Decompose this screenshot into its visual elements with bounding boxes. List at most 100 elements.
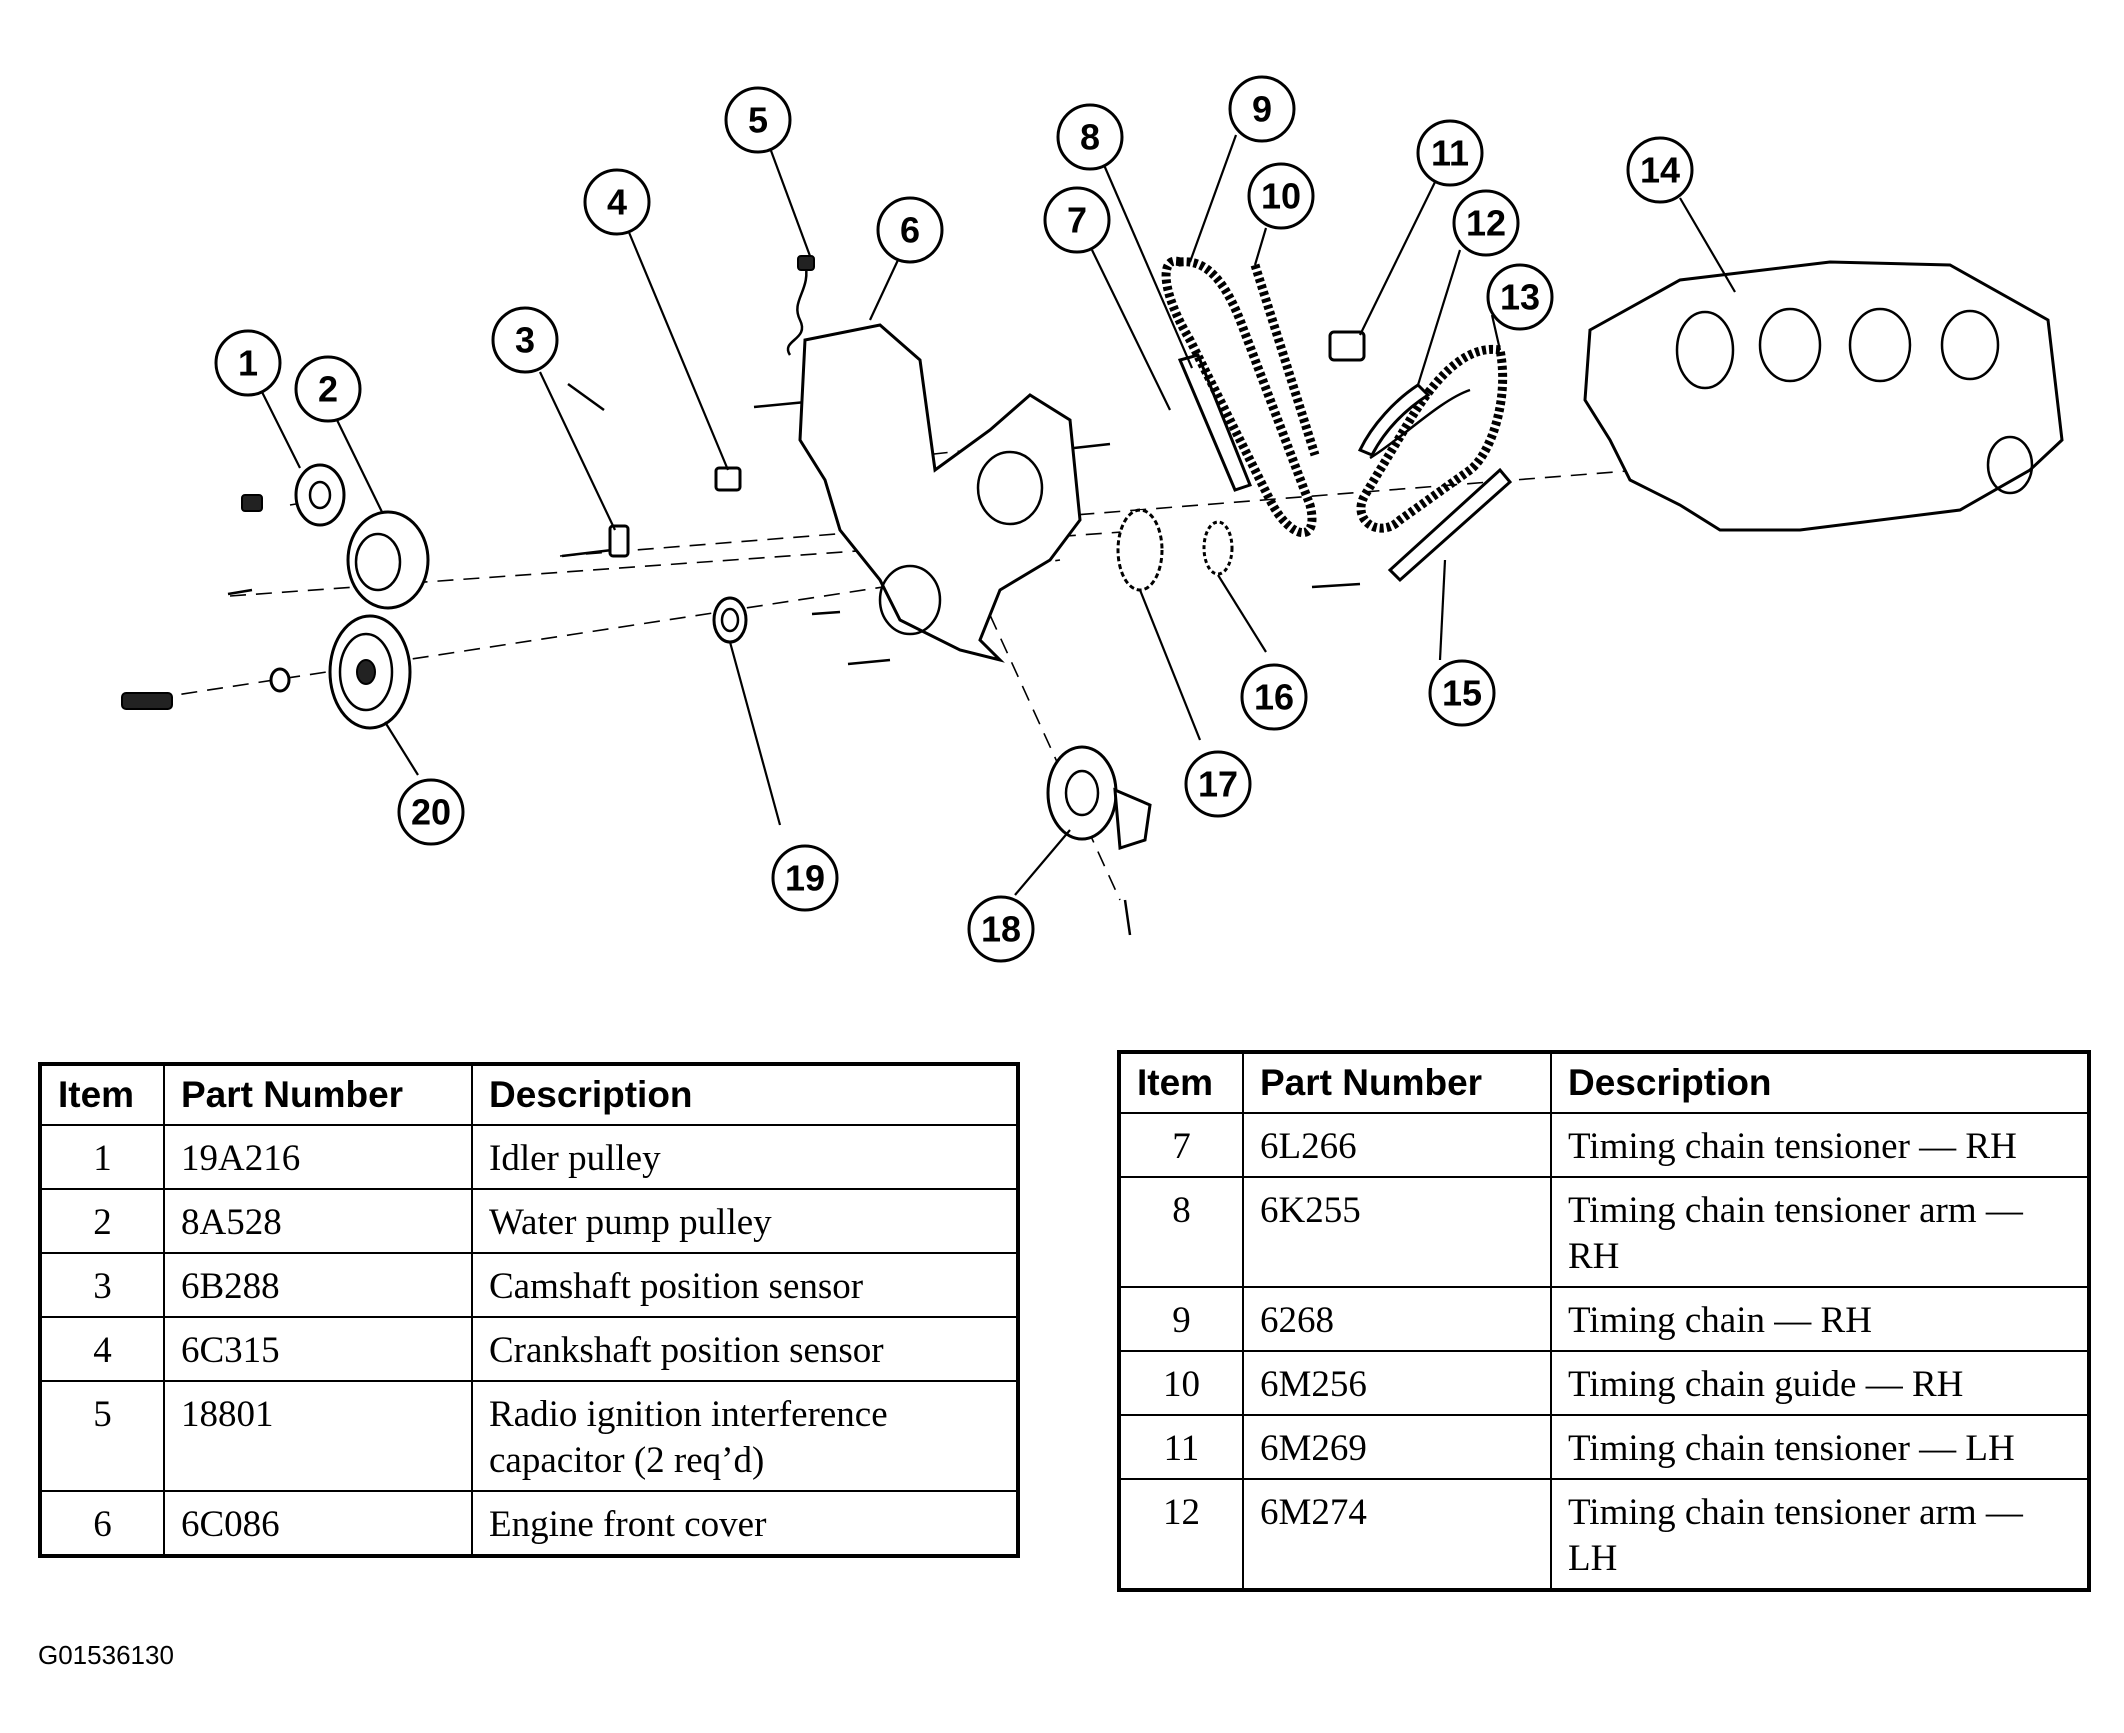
svg-text:17: 17 — [1198, 764, 1238, 805]
part-description: Timing chain tensioner — LH — [1550, 1414, 2090, 1480]
svg-text:7: 7 — [1067, 200, 1087, 241]
item-number: 5 — [39, 1380, 165, 1492]
callout-1: 1 — [214, 329, 282, 397]
callout-8: 8 — [1056, 103, 1124, 171]
part-number: 6M274 — [1242, 1478, 1552, 1591]
cylinder-block-drawing — [1583, 260, 2064, 532]
item-number: 8 — [1118, 1176, 1244, 1288]
table-row: 5 18801 Radio ignition interference capa… — [39, 1380, 1019, 1492]
chain-guide-lh-drawing — [1387, 467, 1513, 583]
idler-pulley-drawing — [241, 463, 346, 527]
callout-11: 11 — [1416, 119, 1484, 187]
item-number: 6 — [39, 1490, 165, 1557]
figure-code: G01536130 — [38, 1640, 174, 1670]
callout-18: 18 — [967, 895, 1035, 963]
part-number: 6K255 — [1242, 1176, 1552, 1288]
item-number: 12 — [1118, 1478, 1244, 1591]
callout-15: 15 — [1428, 659, 1496, 727]
svg-text:13: 13 — [1500, 277, 1540, 318]
part-description: Crankshaft position sensor — [471, 1316, 1019, 1382]
callout-12: 12 — [1452, 189, 1520, 257]
part-description: Idler pulley — [471, 1124, 1019, 1190]
part-description: Water pump pulley — [471, 1188, 1019, 1254]
column-header-item: Item — [1118, 1051, 1244, 1114]
crankshaft-seal-drawing — [712, 596, 748, 644]
part-description: Engine front cover — [471, 1490, 1019, 1557]
table-header-row: Item Part Number Description — [39, 1063, 1019, 1126]
item-number: 1 — [39, 1124, 165, 1190]
callout-14: 14 — [1626, 136, 1694, 204]
part-number: 6M256 — [1242, 1350, 1552, 1416]
callout-16: 16 — [1240, 663, 1308, 731]
engine-front-cover-drawing — [798, 323, 1082, 663]
callout-3: 3 — [491, 306, 559, 374]
bolts-drawing — [561, 382, 1361, 936]
svg-text:1: 1 — [238, 343, 258, 384]
callout-4: 4 — [583, 168, 651, 236]
table-row: 7 6L266 Timing chain tensioner — RH — [1118, 1112, 2090, 1178]
svg-text:15: 15 — [1442, 673, 1482, 714]
callout-5: 5 — [724, 86, 792, 154]
callout-2: 2 — [294, 355, 362, 423]
item-number: 4 — [39, 1316, 165, 1382]
part-description: Timing chain — RH — [1550, 1286, 2090, 1352]
camshaft-sensor-drawing — [608, 524, 630, 558]
item-number: 2 — [39, 1188, 165, 1254]
part-number: 6B288 — [163, 1252, 473, 1318]
timing-chain-tensioner-lh-drawing — [1328, 330, 1366, 362]
svg-text:5: 5 — [748, 100, 768, 141]
item-number: 9 — [1118, 1286, 1244, 1352]
timing-chain-guide-rh-drawing — [1250, 263, 1320, 457]
tensioner-arm-lh-drawing — [1357, 383, 1431, 457]
table-header-row: Item Part Number Description — [1118, 1051, 2090, 1114]
timing-chain-rh-drawing — [1161, 256, 1317, 538]
part-number: 6C315 — [163, 1316, 473, 1382]
column-header-description: Description — [471, 1063, 1019, 1126]
parts-table-right: Item Part Number Description 7 6L266 Tim… — [1117, 1050, 2091, 1592]
svg-text:16: 16 — [1254, 677, 1294, 718]
timing-chain-lh-drawing — [1356, 344, 1508, 533]
callout-17: 17 — [1184, 750, 1252, 818]
svg-text:2: 2 — [318, 369, 338, 410]
exploded-parts-diagram: 1 2 3 4 5 6 7 8 9 10 11 12 — [121, 75, 2064, 963]
oil-pump-drawing — [1046, 745, 1152, 851]
part-description: Radio ignition interference capacitor (2… — [471, 1380, 1019, 1492]
svg-text:12: 12 — [1466, 203, 1506, 244]
svg-text:8: 8 — [1080, 117, 1100, 158]
table-row: 1 19A216 Idler pulley — [39, 1124, 1019, 1190]
table-row: 10 6M256 Timing chain guide — RH — [1118, 1350, 2090, 1416]
part-number: 6C086 — [163, 1490, 473, 1557]
callout-10: 10 — [1247, 162, 1315, 230]
part-number: 18801 — [163, 1380, 473, 1492]
part-number: 19A216 — [163, 1124, 473, 1190]
svg-text:9: 9 — [1252, 89, 1272, 130]
table-row: 4 6C315 Crankshaft position sensor — [39, 1316, 1019, 1382]
item-number: 3 — [39, 1252, 165, 1318]
svg-text:19: 19 — [785, 858, 825, 899]
water-pump-pulley-drawing — [227, 510, 430, 610]
leader-lines — [261, 134, 1736, 896]
svg-text:4: 4 — [607, 182, 627, 223]
part-description: Timing chain guide — RH — [1550, 1350, 2090, 1416]
part-description: Timing chain tensioner arm — LH — [1550, 1478, 2090, 1591]
table-row: 11 6M269 Timing chain tensioner — LH — [1118, 1414, 2090, 1480]
table-row: 8 6K255 Timing chain tensioner arm — RH — [1118, 1176, 2090, 1288]
column-header-part-number: Part Number — [163, 1063, 473, 1126]
crankshaft-sensor-drawing — [714, 466, 742, 492]
capacitor-drawing — [786, 255, 815, 356]
crankshaft-pulley-drawing — [121, 614, 412, 730]
callout-7: 7 — [1043, 186, 1111, 254]
part-number: 6M269 — [1242, 1414, 1552, 1480]
column-header-description: Description — [1550, 1051, 2090, 1114]
item-number: 10 — [1118, 1350, 1244, 1416]
item-number: 7 — [1118, 1112, 1244, 1178]
svg-text:20: 20 — [411, 792, 451, 833]
callout-20: 20 — [397, 778, 465, 846]
svg-text:10: 10 — [1261, 176, 1301, 217]
svg-text:11: 11 — [1431, 133, 1469, 174]
table-row: 3 6B288 Camshaft position sensor — [39, 1252, 1019, 1318]
part-description: Camshaft position sensor — [471, 1252, 1019, 1318]
part-number: 6268 — [1242, 1286, 1552, 1352]
callout-13: 13 — [1486, 263, 1554, 331]
svg-text:18: 18 — [981, 909, 1021, 950]
